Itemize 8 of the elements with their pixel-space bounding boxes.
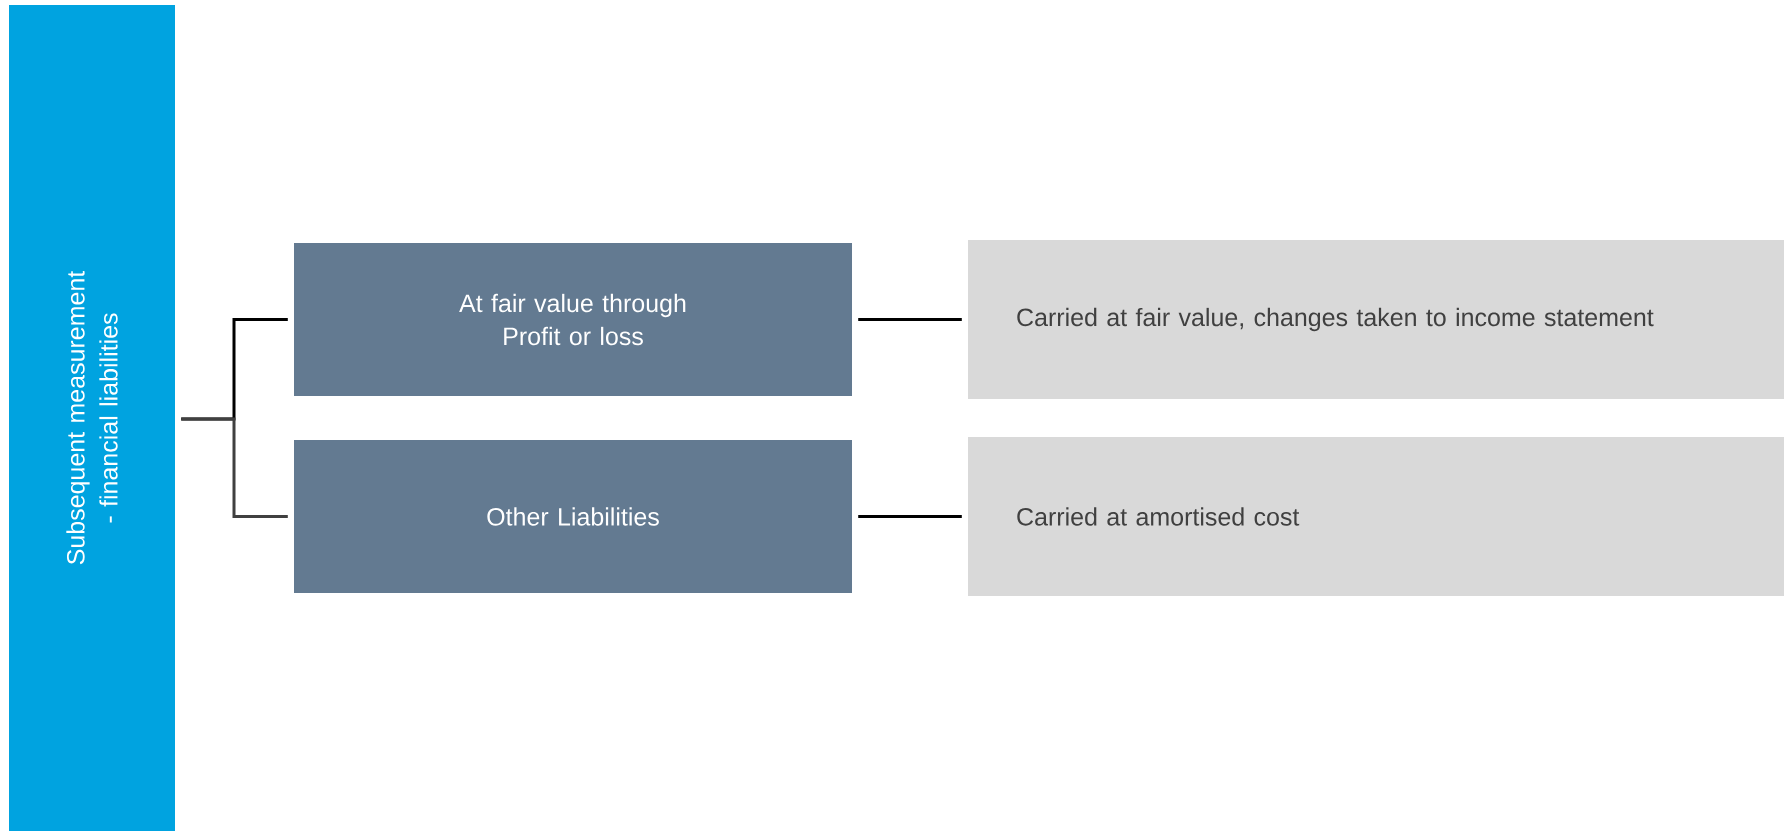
- category-box: At fair value through Profit or loss: [294, 243, 852, 396]
- category-box: Other Liabilities: [294, 440, 852, 593]
- connector-line: [181, 417, 288, 518]
- sidebar: Subsequent measurement - financial liabilities: [9, 5, 175, 831]
- connector-line: [858, 318, 962, 321]
- result-box: Carried at fair value, changes taken to income statement: [968, 240, 1784, 399]
- result-box: Carried at amortised cost: [968, 437, 1784, 596]
- connector-line: [858, 515, 962, 518]
